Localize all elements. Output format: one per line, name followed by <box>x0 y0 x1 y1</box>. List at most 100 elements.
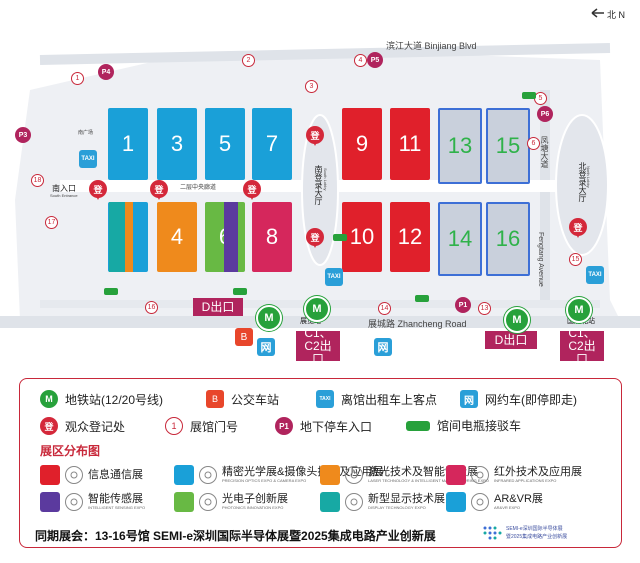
south-lobby-shape <box>301 114 339 266</box>
zone-name: 智能传感展 <box>88 493 143 505</box>
gate-2: 2 <box>242 54 255 67</box>
hall-3[interactable]: 3 <box>157 108 197 180</box>
compass-label: 北 N <box>607 10 626 20</box>
fengtang-road-en-label: Fengtang Avenue <box>537 232 544 287</box>
shuttle-icon <box>522 92 536 99</box>
hall-16[interactable]: 16 <box>486 202 530 276</box>
register-south-lobby-top[interactable]: 登 <box>306 126 324 146</box>
register-hall-3[interactable]: 登 <box>150 180 168 200</box>
metro-icon[interactable]: M <box>504 307 530 333</box>
hall-4[interactable]: 4 <box>157 202 197 272</box>
metro-icon[interactable]: M <box>256 305 282 331</box>
exit-d-guozhanbei: D出口 <box>485 331 537 349</box>
parking-p6: P6 <box>537 106 553 122</box>
north-lobby-shape <box>555 114 609 256</box>
south-entrance-en-label: South Entrance <box>50 193 78 198</box>
register-icon: 登 <box>40 417 58 435</box>
legend-panel: M 地铁站(12/20号线) B 公交车站 TAXI 离馆出租车上客点 网 网约… <box>19 378 622 548</box>
gate-3: 3 <box>305 80 318 93</box>
bus-stop-icon[interactable]: B <box>235 328 253 346</box>
register-hall-7[interactable]: 登 <box>243 180 261 200</box>
zone-name-en: INFRARED APPLICATIONS EXPO <box>494 478 557 483</box>
hall-15[interactable]: 15 <box>486 108 530 184</box>
venue-map: 北 N 滨江大道 Binjiang Blvd 展城路 Zhancheng Roa… <box>0 8 640 365</box>
hall-8[interactable]: 8 <box>252 202 292 272</box>
hall-7[interactable]: 7 <box>252 108 292 180</box>
legend-shuttle: 馆间电瓶接驳车 <box>406 417 521 434</box>
gate-icon: 1 <box>165 417 183 435</box>
zone-name: 新型显示技术展 <box>368 493 445 505</box>
zone-name-en: PRECISION OPTICS EXPO & CAMERA EXPO <box>222 478 307 483</box>
hall-1[interactable]: 1 <box>108 108 148 180</box>
register-south-lobby-bottom[interactable]: 登 <box>306 228 324 248</box>
gate-18: 18 <box>31 174 44 187</box>
hall-11[interactable]: 11 <box>390 108 430 180</box>
zone-icon <box>345 466 363 484</box>
register-north-lobby[interactable]: 登 <box>569 218 587 238</box>
zone-swatch <box>320 465 340 485</box>
hall-10[interactable]: 10 <box>342 202 382 272</box>
legend-bus: B 公交车站 <box>206 390 279 408</box>
zone-icon <box>199 493 217 511</box>
zone-swatch <box>446 465 466 485</box>
concurrent-event: 同期展会：13-16号馆 SEMI-e深圳国际半导体展暨2025集成电路产业创新… <box>35 529 436 543</box>
hall-14[interactable]: 14 <box>438 202 482 276</box>
legend-parking: P1 地下停车入口 <box>275 417 372 435</box>
zone-swatch <box>174 492 194 512</box>
fengtang-road-label: 凤塘大道 <box>540 136 549 168</box>
hall-6-stripe <box>224 202 238 272</box>
zone-icon <box>471 493 489 511</box>
zone-swatch <box>446 492 466 512</box>
metro-icon[interactable]: M <box>566 297 592 323</box>
binjiang-road-label: 滨江大道 Binjiang Blvd <box>386 41 477 51</box>
hall-13[interactable]: 13 <box>438 108 482 184</box>
shuttle-icon <box>233 288 247 295</box>
hall-9[interactable]: 9 <box>342 108 382 180</box>
shuttle-icon <box>333 234 347 241</box>
ride-hailing-icon[interactable]: 网 <box>374 338 392 356</box>
metro-icon: M <box>40 390 58 408</box>
gate-1: 1 <box>71 72 84 85</box>
taxi-icon[interactable]: TAXI <box>325 268 343 286</box>
zone-name: 红外技术及应用展 <box>494 466 582 478</box>
zone-icon <box>345 493 363 511</box>
semi-logo-icon <box>481 524 503 542</box>
hall-2-stripe-orange <box>125 202 133 272</box>
shuttle-icon <box>415 295 429 302</box>
zone-icon <box>199 466 217 484</box>
exit-c1c2-zhanguan: C1、C2出口 <box>296 326 340 365</box>
parking-p1: P1 <box>455 297 471 313</box>
gate-16: 16 <box>145 301 158 314</box>
legend-gate: 1 展馆门号 <box>165 417 238 435</box>
legend-register: 登 观众登记处 <box>40 417 125 435</box>
north-lobby-label: 北登录大厅 <box>578 162 587 202</box>
shuttle-icon <box>406 420 430 431</box>
parking-p5: P5 <box>367 52 383 68</box>
metro-icon[interactable]: M <box>304 296 330 322</box>
zhanguan-station-label: 展览站 <box>300 318 321 325</box>
zone-item: 信息通信展 <box>40 465 143 485</box>
register-south-entrance[interactable]: 登 <box>89 180 107 200</box>
legend-taxi: TAXI 离馆出租车上客点 <box>316 390 437 408</box>
taxi-icon[interactable]: TAXI <box>586 266 604 284</box>
hall-12[interactable]: 12 <box>390 202 430 272</box>
zone-swatch <box>40 492 60 512</box>
zone-name: 信息通信展 <box>88 469 143 481</box>
semi-logo-text: SEMI-e深圳国际半导体展 暨2025集成电路产业创新展 <box>506 526 568 540</box>
taxi-icon[interactable]: TAXI <box>79 150 97 168</box>
taxi-icon: TAXI <box>316 390 334 408</box>
zone-icon <box>471 466 489 484</box>
corridor-label: 二层中央廊道 <box>180 185 217 191</box>
zone-name-en: AR&VR EXPO <box>494 505 521 510</box>
parking-p4: P4 <box>98 64 114 80</box>
exit-d-zhanguan: D出口 <box>193 298 243 316</box>
zone-name-en: DISPLAY TECHNOLOGY EXPO <box>368 505 426 510</box>
zone-name: AR&VR展 <box>494 493 543 505</box>
legend-ride: 网 网约车(即停即走) <box>460 390 577 408</box>
hall-5[interactable]: 5 <box>205 108 245 180</box>
ride-hailing-icon[interactable]: 网 <box>257 338 275 356</box>
